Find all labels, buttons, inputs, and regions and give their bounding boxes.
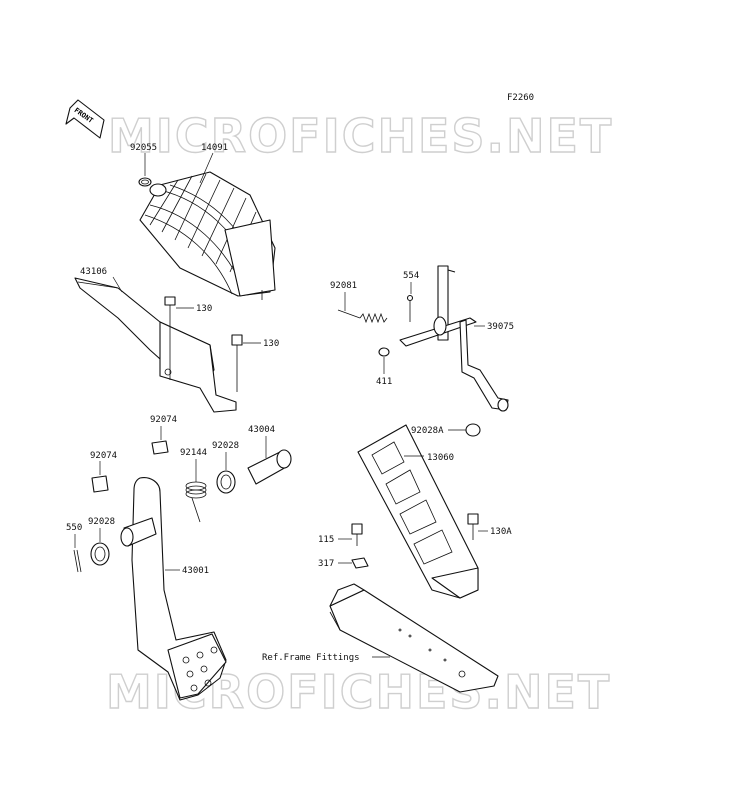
label-550: 550 bbox=[66, 523, 82, 533]
label-130-upper: 130 bbox=[196, 304, 212, 314]
pedal-plate-13060 bbox=[357, 424, 479, 599]
nut-317 bbox=[351, 557, 369, 569]
label-92074-left: 92074 bbox=[90, 451, 117, 461]
watermark-top: MICROFICHES.NET bbox=[108, 109, 613, 163]
label-130-lower: 130 bbox=[263, 339, 279, 349]
label-92028-lower: 92028 bbox=[88, 517, 115, 527]
bushing-92028-upper bbox=[216, 470, 236, 494]
bolt-115 bbox=[351, 523, 363, 546]
label-92081: 92081 bbox=[330, 281, 357, 291]
label-92055: 92055 bbox=[130, 143, 157, 153]
label-411: 411 bbox=[376, 377, 392, 387]
front-arrow-icon: FRONT bbox=[65, 99, 105, 139]
cap-92074-left bbox=[91, 475, 109, 493]
pedal-43001 bbox=[120, 477, 227, 701]
figure-code: F2260 bbox=[507, 93, 534, 103]
label-92028A: 92028A bbox=[411, 426, 444, 436]
label-14091: 14091 bbox=[201, 143, 228, 153]
bolt-130A bbox=[467, 513, 479, 540]
boot-cover-14091 bbox=[139, 171, 276, 300]
label-92074-upper: 92074 bbox=[150, 415, 177, 425]
ref-frame-label: Ref.Frame Fittings bbox=[262, 653, 360, 663]
spring-92144 bbox=[185, 481, 207, 523]
bushing-92028-lower bbox=[90, 542, 110, 566]
label-43004: 43004 bbox=[248, 425, 275, 435]
pin-43004 bbox=[247, 449, 292, 485]
label-115: 115 bbox=[318, 535, 334, 545]
label-43001: 43001 bbox=[182, 566, 209, 576]
cap-92074-upper bbox=[151, 440, 169, 455]
o-ring-92055 bbox=[138, 177, 152, 187]
label-92028-upper: 92028 bbox=[212, 441, 239, 451]
label-92144: 92144 bbox=[180, 448, 207, 458]
shaft-arm-39075 bbox=[399, 265, 509, 412]
cotter-pin-550 bbox=[73, 549, 82, 573]
spring-92081 bbox=[337, 309, 388, 324]
washer-411 bbox=[378, 347, 390, 357]
bolt-130-upper bbox=[164, 296, 176, 380]
label-317: 317 bbox=[318, 559, 334, 569]
label-13060: 13060 bbox=[427, 453, 454, 463]
label-130A: 130A bbox=[490, 527, 512, 537]
pin-554 bbox=[406, 294, 414, 322]
bolt-130-lower bbox=[231, 334, 243, 392]
label-39075: 39075 bbox=[487, 322, 514, 332]
frame-fittings bbox=[329, 583, 499, 693]
lever-43106 bbox=[74, 277, 237, 413]
label-43106: 43106 bbox=[80, 267, 107, 277]
bushing-92028A bbox=[465, 423, 481, 437]
label-554: 554 bbox=[403, 271, 419, 281]
